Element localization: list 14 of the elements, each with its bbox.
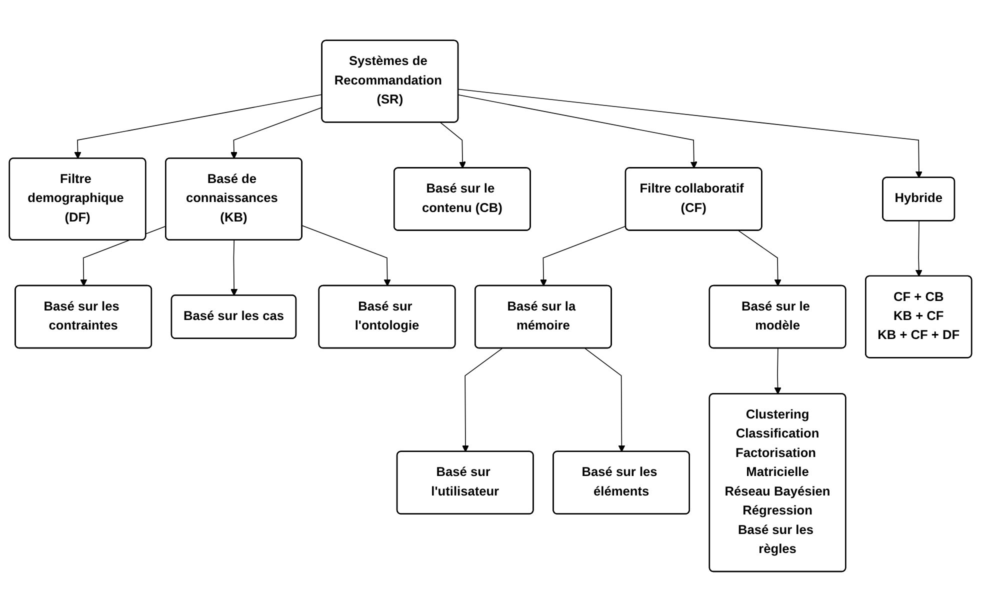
arrow	[230, 106, 323, 159]
arrow	[584, 348, 626, 452]
arrow	[738, 230, 782, 286]
arrow	[458, 94, 698, 169]
arrow	[462, 348, 503, 452]
arrow	[230, 240, 238, 296]
arrow	[74, 94, 323, 159]
arrow	[774, 348, 782, 394]
arrow	[915, 220, 922, 277]
arrow	[80, 226, 166, 286]
arrow	[440, 122, 466, 169]
arrow	[458, 88, 922, 178]
arrow	[302, 225, 391, 286]
arrow	[540, 226, 626, 286]
